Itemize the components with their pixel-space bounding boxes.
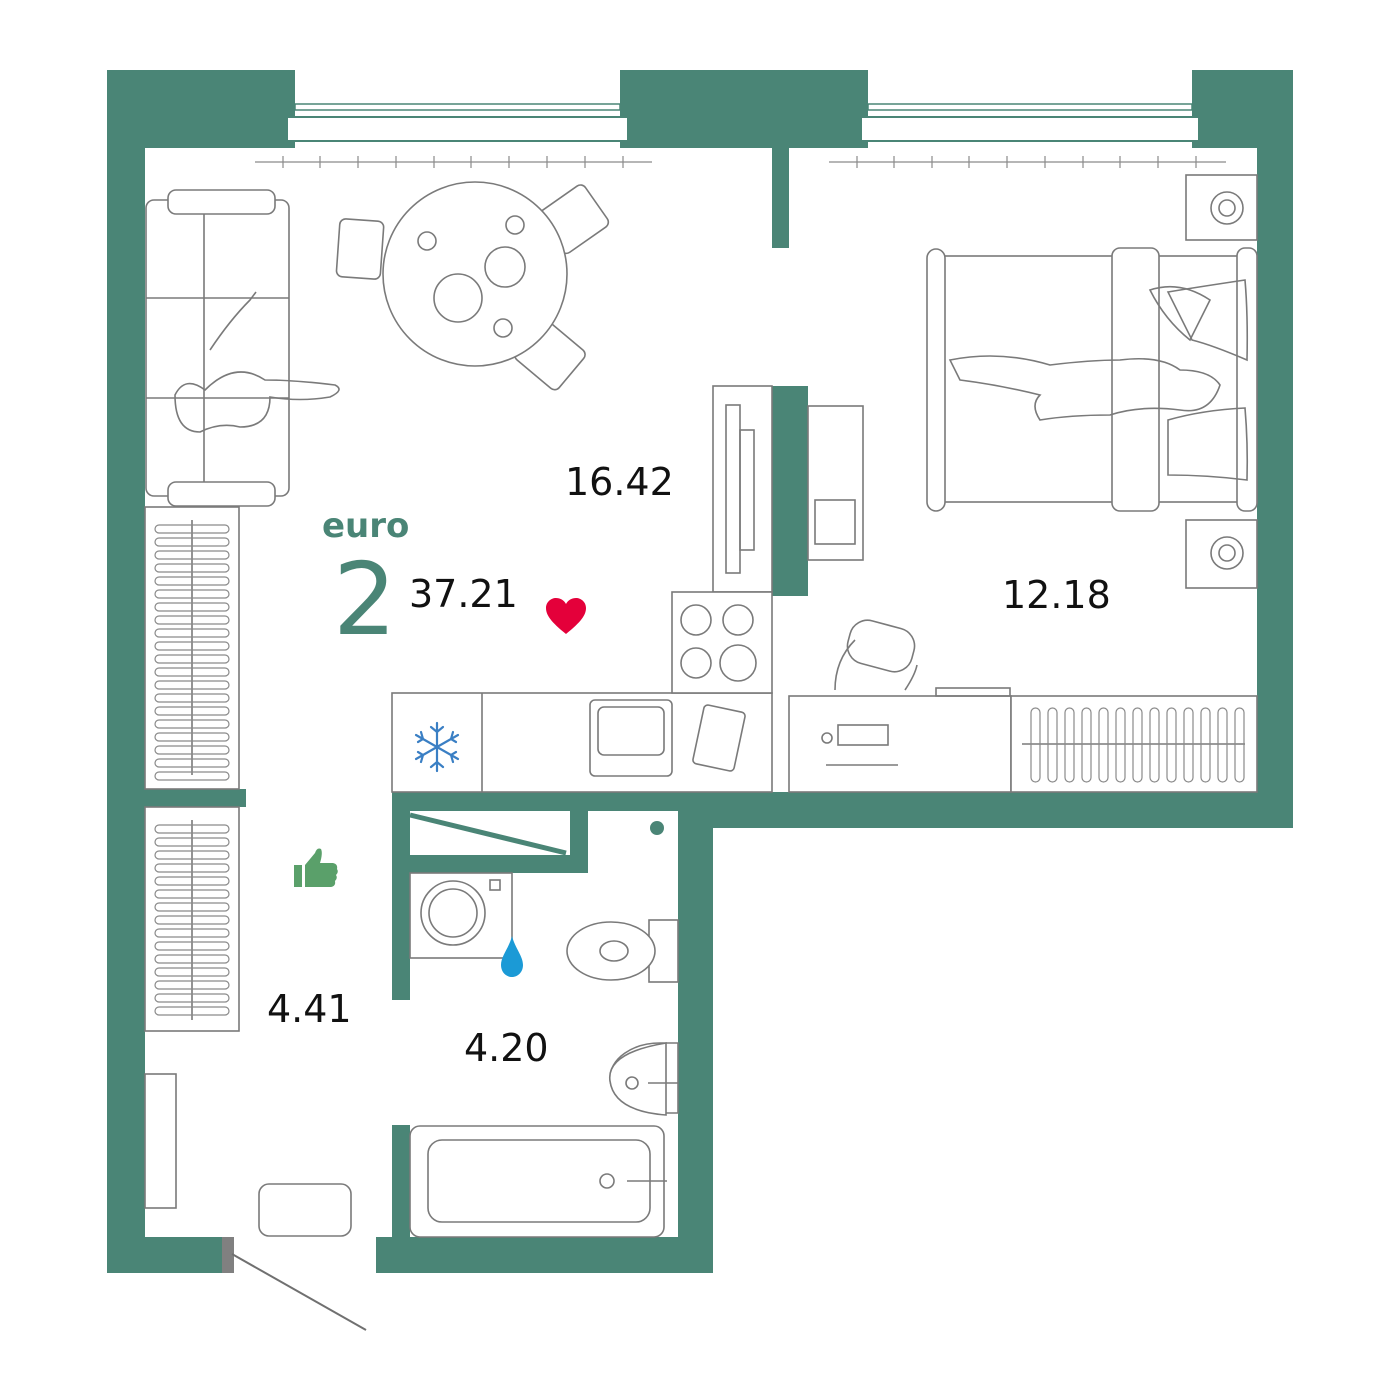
hanger (1047, 707, 1058, 783)
water-drop-icon (501, 936, 523, 977)
hanger (1166, 707, 1177, 783)
hanger (154, 706, 230, 716)
office-chair (834, 619, 918, 691)
bedroom-wardrobe (1010, 695, 1258, 793)
hanger (154, 576, 230, 586)
hanger (154, 654, 230, 664)
hanger (154, 850, 230, 860)
hanger (154, 837, 230, 847)
hanger (154, 667, 230, 677)
plan-type-label: euro (322, 506, 410, 546)
bathroom-fixtures (409, 811, 679, 1238)
hanger (154, 771, 230, 781)
hanger (154, 928, 230, 938)
hanger (154, 693, 230, 703)
walls (107, 70, 1293, 1273)
hanger (154, 915, 230, 925)
heart-icon (546, 598, 586, 634)
hanger (154, 954, 230, 964)
hanger (1081, 707, 1092, 783)
hanger (154, 615, 230, 625)
hanger (1115, 707, 1126, 783)
hanger (154, 628, 230, 638)
wardrobe-hangers (154, 524, 230, 1016)
hanger (154, 602, 230, 612)
wardrobe-upper (144, 506, 240, 790)
total-area-label: 37.21 (409, 572, 518, 616)
hanger (154, 876, 230, 886)
hanger (154, 980, 230, 990)
hanger (154, 941, 230, 951)
wardrobe-lower (144, 806, 240, 1032)
hanger (154, 889, 230, 899)
hanger (154, 589, 230, 599)
hanger (154, 824, 230, 834)
room-area-bedroom: 12.18 (1002, 573, 1111, 617)
hallway-bench (144, 1073, 352, 1237)
curtain-rail-marks (282, 156, 1197, 168)
bedroom-wardrobe-hangers (1030, 707, 1245, 783)
rooms-count-label: 2 (333, 541, 397, 658)
tv-stand (712, 385, 773, 593)
hanger (1064, 707, 1075, 783)
hanger (154, 680, 230, 690)
hanger (154, 863, 230, 873)
hanger (154, 993, 230, 1003)
hanger (154, 641, 230, 651)
hanger (154, 524, 230, 534)
hanger (1183, 707, 1194, 783)
dining-table (335, 181, 610, 391)
hanger (1200, 707, 1211, 783)
thumbs-up-icon (294, 848, 338, 887)
hanger (1132, 707, 1143, 783)
hanger (1030, 707, 1041, 783)
sofa (145, 189, 340, 507)
snowflake-icon (414, 721, 460, 773)
hanger (154, 719, 230, 729)
hanger (154, 967, 230, 977)
room-area-living: 16.42 (565, 460, 674, 504)
hanger (154, 550, 230, 560)
hanger (154, 537, 230, 547)
hanger (154, 732, 230, 742)
nightstands (1185, 174, 1258, 589)
hanger (154, 563, 230, 573)
hanger (154, 758, 230, 768)
room-area-hallway: 4.41 (267, 987, 352, 1031)
hanger (1098, 707, 1109, 783)
hanger (154, 1006, 230, 1016)
desk (788, 687, 1012, 793)
hanger (154, 902, 230, 912)
hanger (1234, 707, 1245, 783)
bookshelf (807, 405, 864, 561)
hanger (1149, 707, 1160, 783)
room-area-bathroom: 4.20 (464, 1026, 549, 1070)
windows (286, 103, 1200, 142)
hanger (154, 745, 230, 755)
hanger (1217, 707, 1228, 783)
entrance-door (222, 1237, 367, 1331)
bed (926, 247, 1258, 512)
